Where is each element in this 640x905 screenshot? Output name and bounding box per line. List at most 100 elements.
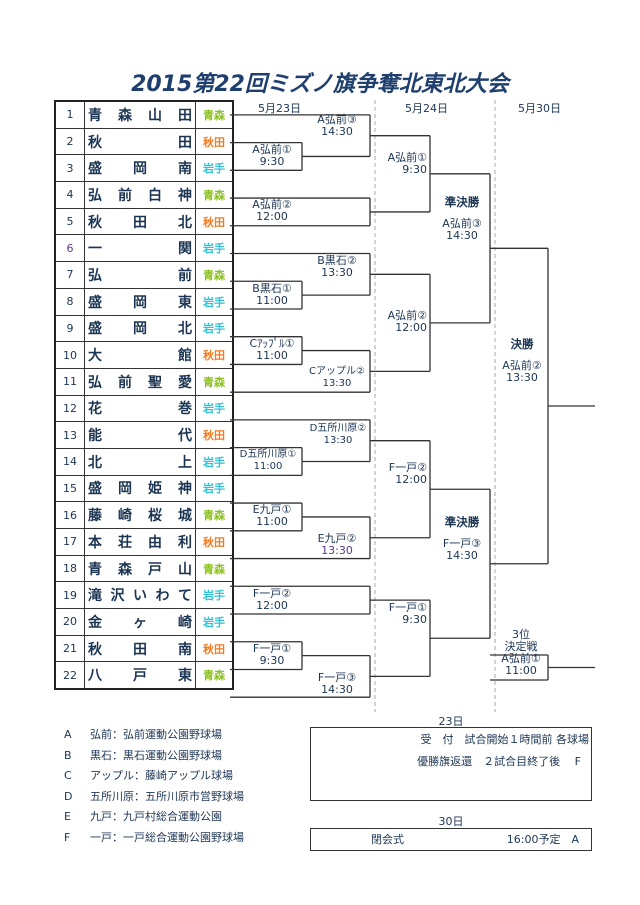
match-venue: Cアップル② [309, 366, 365, 377]
team-prefecture: 秋田 [195, 634, 234, 663]
match-venue: A弘前③ [317, 113, 357, 126]
page-title: 2015第22回ミズノ旗争奪北東北大会 [131, 72, 509, 97]
team-prefecture: 秋田 [195, 528, 234, 556]
match-venue: A弘前② [387, 309, 427, 322]
team-name: 花巻 [84, 394, 196, 423]
match-time: 13:30 [323, 435, 353, 446]
match-venue: A弘前② [502, 359, 542, 372]
team-name: 青森山田 [84, 100, 196, 129]
venue-key: C [64, 769, 72, 782]
match-venue: A弘前② [252, 198, 292, 211]
team-prefecture: 岩手 [195, 287, 234, 316]
match-time: 12:00 [256, 210, 288, 223]
team-number: 3 [54, 154, 85, 183]
team-name: 本荘由利 [84, 528, 196, 556]
team-prefecture: 秋田 [195, 421, 234, 449]
team-prefecture: 青森 [195, 100, 234, 129]
match-time: 13:30 [321, 544, 353, 557]
schedule-flag-return: 優勝旗返還 ２試合目終了後 F [417, 755, 581, 768]
venue-text: アップル：藤崎アップル球場 [90, 769, 233, 782]
team-prefecture: 岩手 [195, 234, 234, 263]
venue-text: 黒石：黒石運動公園野球場 [90, 748, 222, 762]
team-number: 1 [54, 100, 85, 129]
team-prefecture: 岩手 [195, 474, 234, 503]
match-time: 14:30 [321, 683, 353, 696]
team-name: 金ヶ崎 [84, 608, 196, 636]
match-venue: A弘前① [501, 652, 541, 665]
match-time: 9:30 [402, 163, 427, 176]
team-name: 秋田南 [84, 634, 196, 663]
match-venue: A弘前① [252, 143, 292, 156]
team-prefecture: 秋田 [195, 127, 234, 156]
date-day2: 5月24日 [405, 102, 448, 115]
match-venue: B黒石② [317, 254, 357, 267]
venue-text: 五所川原：五所川原市営野球場 [90, 789, 244, 803]
venue-key: B [64, 748, 72, 762]
closing-ceremony: 閉会式 [371, 833, 404, 846]
team-number: 20 [54, 608, 85, 636]
schedule-day2-box: 閉会式 16:00予定 A [310, 828, 592, 851]
team-name: 盛岡南 [84, 154, 196, 183]
team-number: 18 [54, 554, 85, 583]
match-time: 11:00 [256, 515, 288, 528]
match-time: 12:00 [256, 599, 288, 612]
team-prefecture: 岩手 [195, 314, 234, 343]
schedule-day1-label: 23日 [438, 715, 464, 728]
match-time: 11:00 [256, 294, 288, 307]
venue-key: E [64, 810, 71, 823]
team-name: 北上 [84, 447, 196, 476]
team-name: 青森戸山 [84, 554, 196, 583]
match-time: 13:30 [322, 378, 352, 389]
match-time: 9:30 [402, 613, 427, 626]
round-label: 決定戦 [504, 640, 538, 653]
match-time: 11:00 [253, 461, 283, 472]
team-name: 盛岡北 [84, 314, 196, 343]
team-name: 秋田 [84, 127, 196, 156]
team-prefecture: 岩手 [195, 154, 234, 183]
match-venue: A弘前③ [442, 217, 482, 230]
team-prefecture: 岩手 [195, 394, 234, 423]
team-name: 八戸東 [84, 661, 196, 690]
team-name: 藤崎桜城 [84, 501, 196, 529]
team-number: 10 [54, 341, 85, 369]
match-venue: F一戸① [252, 642, 292, 655]
team-number: 14 [54, 447, 85, 476]
round-label: 決勝 [510, 337, 534, 351]
match-time: 11:00 [256, 349, 288, 362]
team-number: 7 [54, 261, 85, 289]
schedule-day2-label: 30日 [438, 815, 464, 828]
match-time: 13:30 [506, 371, 538, 384]
schedule-reception: 受 付 試合開始１時間前 各球場 [420, 733, 590, 746]
date-day1: 5月23日 [258, 102, 301, 115]
match-venue: F一戸③ [317, 671, 357, 684]
